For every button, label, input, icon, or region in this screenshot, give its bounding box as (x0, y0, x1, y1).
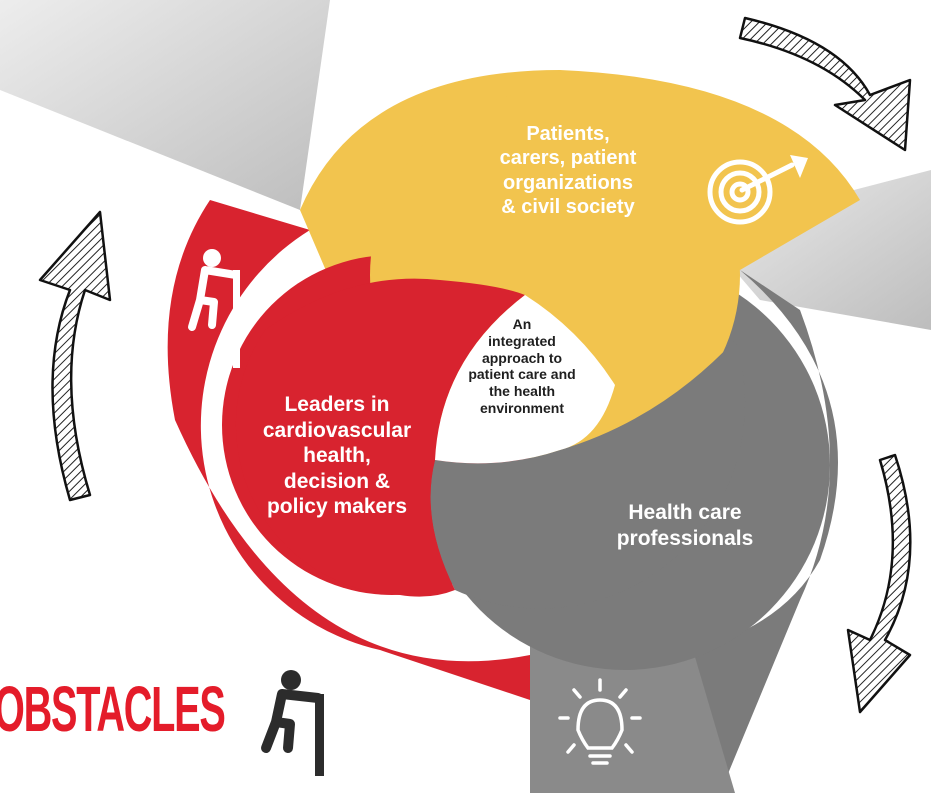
climber-icon (188, 249, 240, 368)
segment-label-leaders: Leaders in cardiovascular health, decisi… (222, 392, 452, 520)
label-line: Health care (628, 501, 742, 524)
curved-arrow-icon (738, 16, 912, 152)
grey-overlap (430, 340, 746, 609)
label-line: organizations (502, 171, 633, 194)
red-outer-band (167, 200, 530, 700)
label-line: Leaders in (284, 393, 390, 416)
label-line: health, (303, 444, 371, 468)
label-line: carers, patient (499, 147, 637, 170)
label-line: professionals (616, 526, 754, 550)
lightbulb-icon (558, 678, 642, 765)
label-line: decision & (283, 469, 391, 493)
label-line: patient care and (468, 366, 576, 383)
curved-arrow-icon (846, 453, 912, 714)
label-line: An (512, 316, 532, 332)
label-line: approach to (481, 349, 563, 366)
label-line: & civil society (501, 196, 635, 219)
label-line: policy makers (266, 495, 408, 519)
center-label: An integrated approach to patient care a… (448, 316, 596, 417)
label-line: the health (488, 383, 556, 400)
label-line: cardiovascular (262, 418, 412, 442)
center-area (435, 295, 615, 464)
label-line: integrated (488, 332, 556, 349)
climber-icon (261, 670, 324, 776)
red-overlap (235, 278, 525, 597)
label-line: environment (479, 399, 564, 416)
grey-ribbon-top-left (0, 0, 330, 210)
grey-ribbon-right (700, 170, 931, 330)
obstacles-heading: OBSTACLES (0, 673, 226, 745)
label-line: Patients, (526, 123, 610, 145)
segment-label-patients: Patients, carers, patient organizations … (428, 122, 708, 220)
segment-label-professionals: Health care professionals (580, 500, 790, 551)
target-arrow-icon (707, 155, 808, 225)
curved-arrow-icon (38, 210, 112, 502)
